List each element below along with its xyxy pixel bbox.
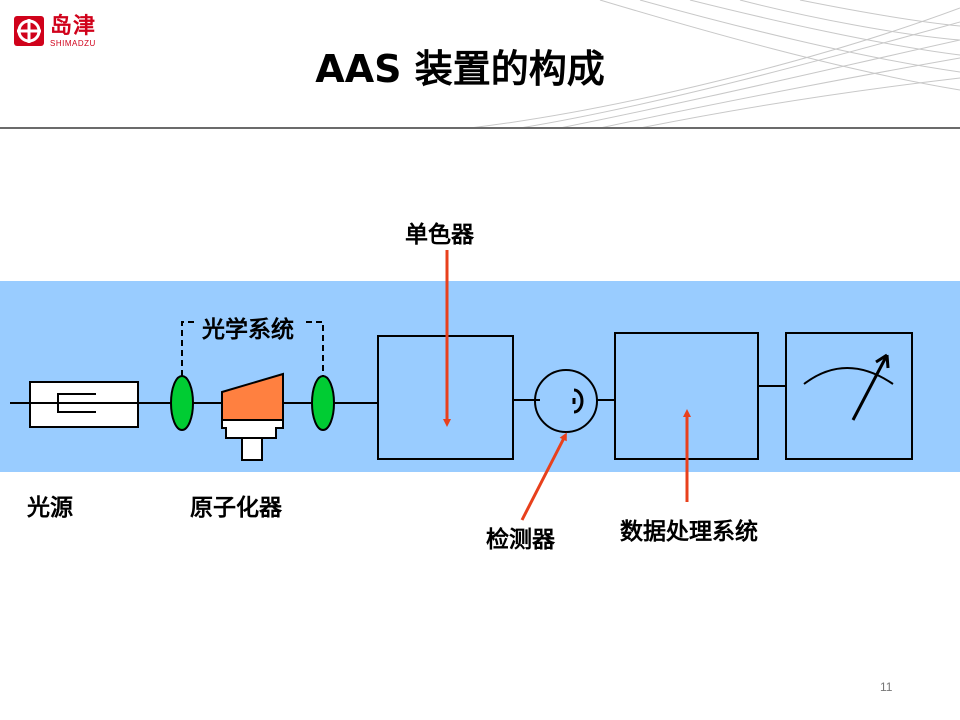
optical-path-band [0, 281, 960, 472]
page-number: 11 [880, 680, 893, 694]
label-atomizer: 原子化器 [190, 495, 282, 521]
logo-chinese-text: 岛津 [50, 14, 97, 39]
lens-right [311, 375, 335, 431]
detector-tube [534, 369, 598, 433]
readout-meter [785, 332, 913, 460]
header-divider [0, 127, 960, 129]
lens-left [170, 375, 194, 431]
label-optical-system: 光学系统 [202, 317, 294, 343]
label-detector: 检测器 [486, 527, 555, 553]
shimadzu-logo: 岛津 SHIMADZU [14, 16, 96, 48]
light-source-lamp [10, 381, 139, 428]
logo-english-text: SHIMADZU [50, 39, 96, 48]
atomizer-burner [221, 372, 284, 461]
label-monochromator: 单色器 [405, 222, 474, 248]
optical-system-bracket [181, 321, 324, 376]
label-data-processing: 数据处理系统 [620, 519, 758, 545]
page-title: AAS 装置的构成 [315, 47, 605, 91]
header-swoosh-decoration [469, 0, 960, 129]
label-light-source: 光源 [27, 495, 73, 521]
detector-arrow [520, 432, 567, 521]
shimadzu-cross-icon [14, 16, 44, 46]
